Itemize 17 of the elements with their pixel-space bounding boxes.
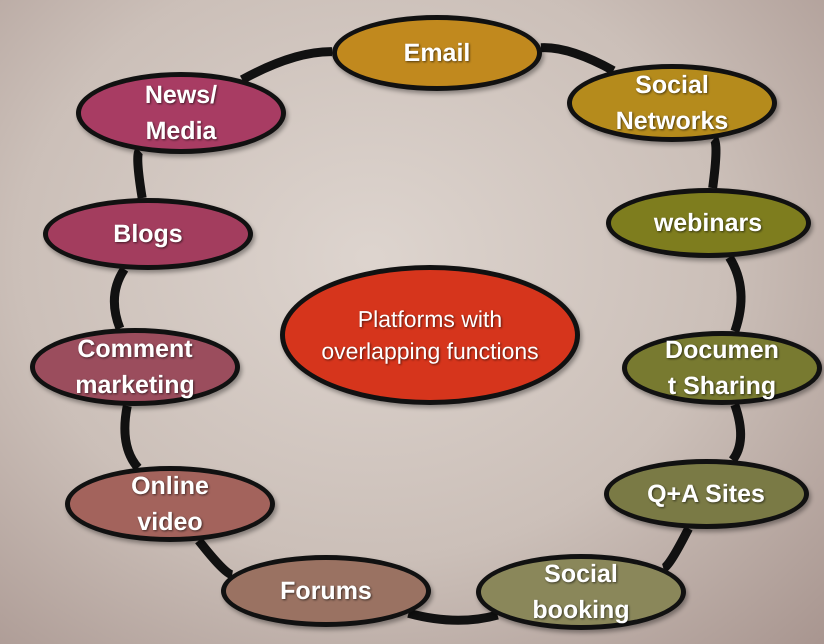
node-label: Forums — [280, 576, 372, 607]
node-label: Comment marketing — [74, 334, 196, 401]
ring-connector — [407, 608, 499, 625]
node-label: Social Networks — [614, 70, 730, 137]
node-label: News/ Media — [144, 80, 218, 147]
ring-connector — [540, 43, 616, 75]
ring-connector — [240, 47, 332, 84]
node-label: Email — [404, 38, 470, 69]
node-label: webinars — [654, 208, 762, 239]
node-label: Blogs — [113, 218, 183, 250]
node-label: Online video — [130, 470, 210, 538]
node-label: Q+A Sites — [647, 478, 765, 510]
node-label: Documen t Sharing — [664, 334, 780, 402]
ring-connector — [725, 255, 746, 333]
node-label: Platforms with overlapping functions — [320, 304, 540, 366]
ring-connector — [661, 526, 693, 572]
node-label: Social booking — [531, 558, 631, 626]
